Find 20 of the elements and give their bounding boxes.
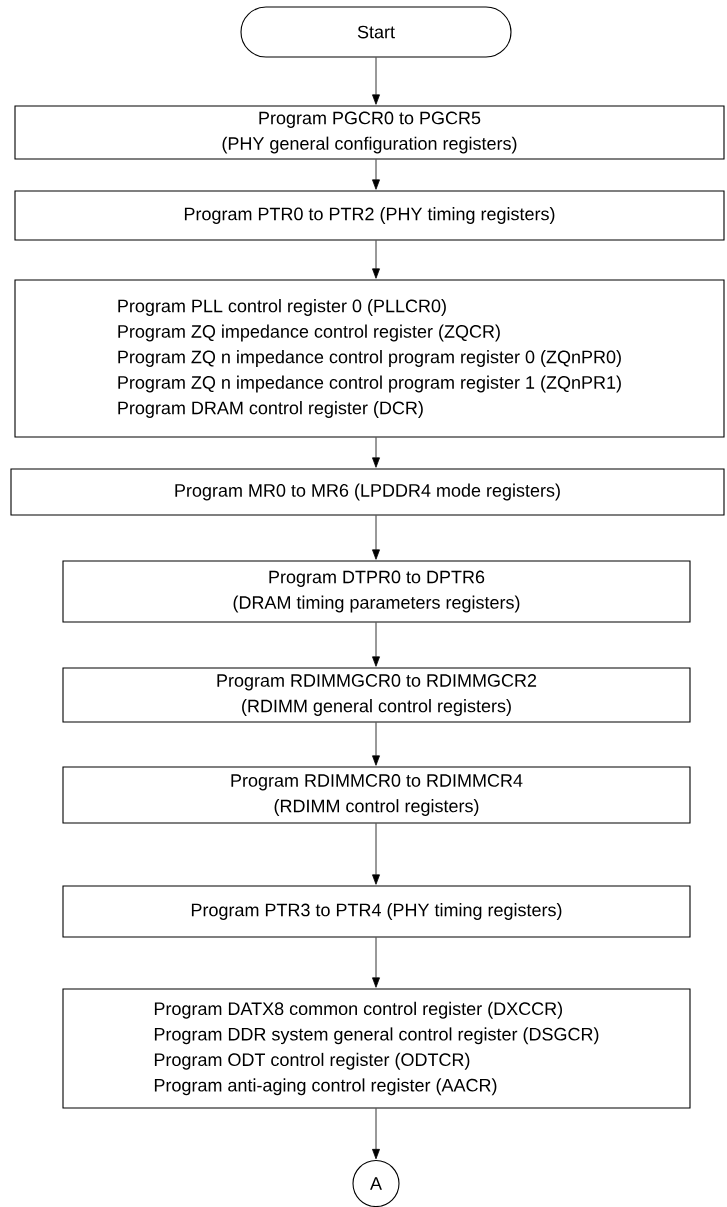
process-box: Program MR0 to MR6 (LPDDR4 mode registers) xyxy=(10,468,725,516)
arrow xyxy=(372,159,380,190)
arrow xyxy=(372,515,380,560)
start-terminal: Start xyxy=(240,6,512,58)
process-box: Program RDIMMGCR0 to RDIMMGCR2 (RDIMM general control registers) xyxy=(62,667,691,723)
arrow xyxy=(372,823,380,885)
process-box: Program RDIMMCR0 to RDIMMCR4 (RDIMM control registers) xyxy=(62,766,691,824)
process-box: Program PTR3 to PTR4 (PHY timing registers) xyxy=(62,885,691,938)
process-box: Program DTPR0 to DPTR6 (DRAM timing parameters registers) xyxy=(62,560,691,623)
arrow xyxy=(372,937,380,988)
arrow xyxy=(372,57,380,105)
process-box: Program DATX8 common control register (DXCCR) Program DDR system general control register (DSGCR) Program ODT control register (ODTCR) Program anti-aging control register (AACR) xyxy=(62,988,691,1109)
process-box: Program PLL control register 0 (PLLCR0) Program ZQ impedance control register (ZQCR) Program ZQ n impedance control program register 0 (ZQnPR0) Program ZQ n impedance control program register 1 (ZQnPR1) Program DRAM control register (DCR) xyxy=(14,279,725,438)
process-box: Program PGCR0 to PGCR5 (PHY general configuration registers) xyxy=(14,105,725,160)
arrow xyxy=(372,622,380,667)
arrow xyxy=(372,240,380,279)
process-box: Program PTR0 to PTR2 (PHY timing registers) xyxy=(14,190,725,241)
arrow xyxy=(372,1108,380,1160)
arrow xyxy=(372,722,380,766)
arrow xyxy=(372,437,380,468)
